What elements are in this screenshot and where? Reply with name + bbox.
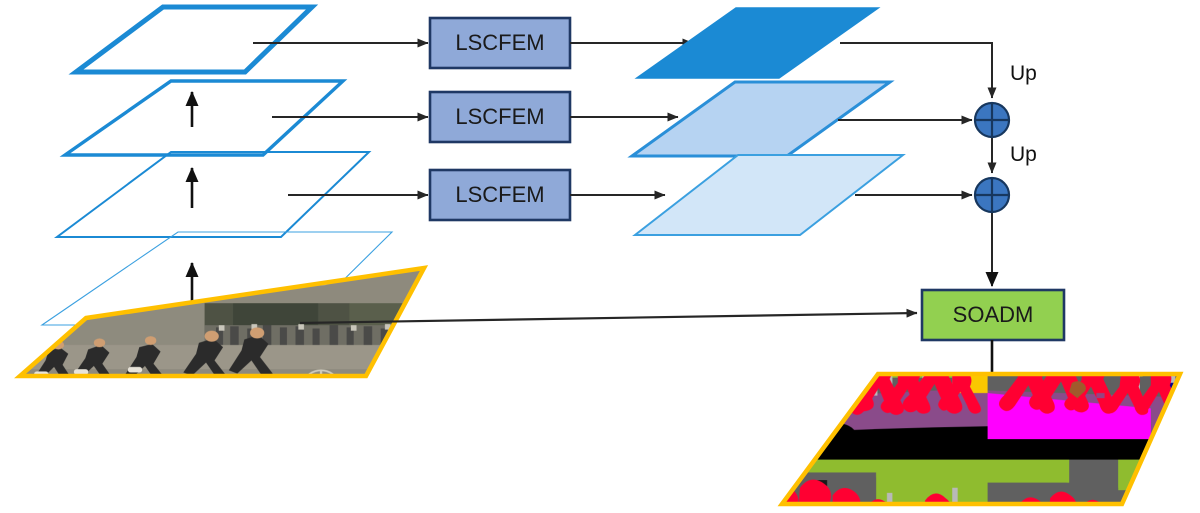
skip-input-to-soadm xyxy=(299,308,918,325)
fusion-node-sum-2 xyxy=(973,176,1011,214)
lscfem-block-2-label: LSCFEM xyxy=(455,104,544,129)
feature-map-low xyxy=(632,154,906,236)
feature-map-high xyxy=(634,7,881,79)
encoder-level-2 xyxy=(53,151,372,238)
encoder-to-lscfem-connectors xyxy=(253,38,429,200)
upsample-label-1: Up xyxy=(1010,62,1037,85)
fusion-connectors xyxy=(838,42,999,287)
soadm-block[interactable]: SOADM xyxy=(920,288,1066,342)
encoder-level-4 xyxy=(68,4,319,75)
upsample-label-2: Up xyxy=(1010,143,1037,166)
lscfem-to-featuremap-connectors xyxy=(570,38,694,200)
encoder-level-3 xyxy=(59,79,348,157)
lscfem-block-3[interactable]: LSCFEM xyxy=(428,168,572,222)
featuremap-high-to-sum1 xyxy=(840,42,997,99)
input-image xyxy=(14,265,429,379)
lscfem-block-3-label: LSCFEM xyxy=(455,182,544,207)
soadm-block-label: SOADM xyxy=(953,302,1034,327)
lscfem-block-2[interactable]: LSCFEM xyxy=(428,90,572,144)
fusion-node-sum-1 xyxy=(973,101,1011,139)
encoder-feature-pyramid xyxy=(40,4,394,326)
lscfem-block-1[interactable]: LSCFEM xyxy=(428,16,572,70)
lscfem-block-1-label: LSCFEM xyxy=(455,30,544,55)
segmentation-output xyxy=(777,371,1184,507)
